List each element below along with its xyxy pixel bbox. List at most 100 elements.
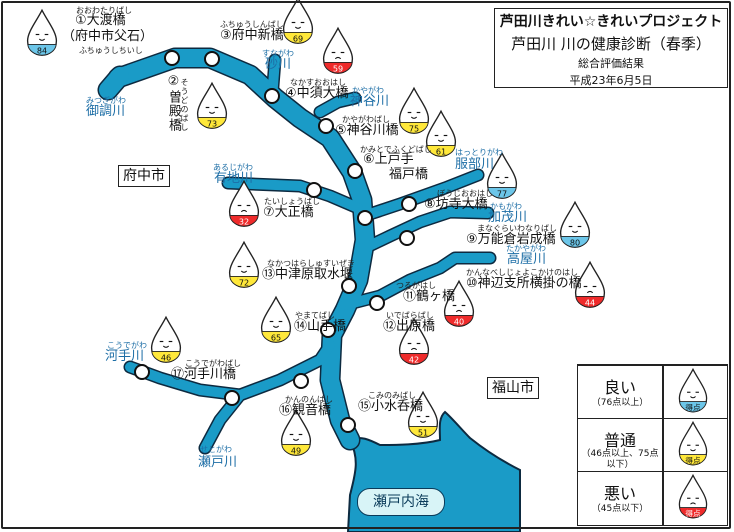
- score-text: 44: [585, 297, 595, 307]
- site-6-label-2: 福戸橋: [389, 167, 429, 182]
- site-11-reading: つるがはし: [396, 281, 436, 290]
- site-6-label: ⑥上戸手: [363, 152, 414, 167]
- hattori-river: [365, 170, 483, 219]
- score-text: 42: [409, 354, 419, 364]
- site-12-reading: いでばらばし: [386, 311, 434, 320]
- score-drop-site-8: 77: [486, 151, 518, 199]
- kamo-river: [360, 207, 493, 253]
- site-17-reading: こうでがわばし: [185, 359, 241, 368]
- score-drop-site-2: 73: [196, 81, 228, 129]
- site-1-reading: おおわたりばし: [76, 6, 132, 15]
- bridge-marker: [357, 210, 373, 226]
- bridge-marker: [320, 322, 336, 338]
- site-13-label: ⑬中津原取水堰: [262, 267, 354, 282]
- site-5-label: ⑤神谷川橋: [335, 123, 399, 138]
- score-text: 77: [497, 188, 507, 198]
- site-17-label: ⑰河手川橋: [171, 367, 237, 382]
- legend-label-normal: 普通: [603, 431, 636, 450]
- site-7-label: ⑦大正橋: [263, 205, 314, 220]
- legend-row-good: 良い （76点以上）: [578, 365, 727, 419]
- upper-river-head: [99, 67, 129, 99]
- score-drop-site-13: 72: [228, 240, 260, 288]
- score-drop-site-6: 61: [425, 109, 457, 157]
- score-text: 73: [207, 118, 217, 128]
- score-text: 32: [239, 216, 249, 226]
- bridge-marker: [306, 182, 322, 198]
- legend-row-bad: 悪い （45点以下）: [578, 471, 727, 525]
- bridge-marker: [401, 196, 417, 212]
- bridge-marker: [340, 417, 356, 433]
- river-label-mitsugi: 御調川: [86, 104, 126, 119]
- river-reading-kamo: かもがわ: [490, 202, 522, 211]
- site-13-reading: なかつはらしゅすいぜき: [267, 259, 355, 268]
- score-text: 得点: [685, 455, 701, 465]
- site-4-reading: なかすおおはし: [290, 78, 346, 87]
- score-text: 84: [37, 45, 47, 55]
- site-9-reading: まなぐらいわなりばし: [477, 224, 557, 233]
- river-reading-takaya: たかやがわ: [506, 244, 546, 253]
- score-drop-site-11: 40: [443, 279, 475, 327]
- legend-drop-good: 得点: [678, 367, 708, 413]
- river-label-koude: 河手川: [105, 349, 145, 364]
- score-drop-site-3: 69: [282, 0, 314, 44]
- site-6-reading: かみとでふくどばし: [360, 145, 432, 154]
- site-15-reading: こみのみばし: [368, 391, 416, 400]
- score-drop-site-12: 42: [398, 317, 430, 365]
- score-drop-site-9: 80: [559, 200, 591, 248]
- river-label-suna: 砂川: [265, 57, 292, 72]
- sea-label: 瀬戸内海: [357, 488, 445, 516]
- legend-range-good: （76点以上）: [591, 398, 649, 408]
- bridge-marker: [264, 88, 280, 104]
- bridge-markers: [134, 50, 417, 433]
- score-text: 得点: [685, 508, 701, 518]
- score-drop-site-17: 46: [150, 315, 182, 363]
- river-label-takaya: 高屋川: [507, 252, 547, 267]
- score-text: 69: [293, 33, 303, 43]
- project-title: 芦田川きれい☆きれいプロジェクト: [499, 14, 723, 30]
- legend-drop-bad: 得点: [678, 473, 708, 519]
- page-title: 芦田川 川の健康診断（春季）: [511, 35, 711, 53]
- score-drop-site-15: 51: [407, 390, 439, 438]
- score-drop-site-7: 32: [228, 179, 260, 227]
- river-reading-seto: せとがわ: [200, 445, 232, 454]
- site-8-label: ⑧坊寺大橋: [424, 197, 488, 212]
- score-text: 61: [436, 146, 446, 156]
- site-8-reading: ぼうじおおはし: [437, 189, 493, 198]
- score-text: 75: [409, 123, 419, 133]
- legend-label-bad: 悪い: [603, 484, 636, 503]
- bridge-marker: [347, 163, 363, 179]
- river-reading-mitsugi: みつぎがわ: [86, 96, 126, 105]
- score-drop-site-5: 75: [398, 86, 430, 134]
- bridge-marker: [204, 51, 220, 67]
- site-1-note: （府中市父石）: [62, 29, 154, 44]
- site-1-label: ①大渡橋: [75, 13, 126, 28]
- site-16-label: ⑯観音橋: [279, 403, 332, 418]
- score-drop-site-14: 65: [260, 295, 292, 343]
- river-reading-kaya: かやがわ: [352, 86, 384, 95]
- score-text: 得点: [685, 402, 701, 412]
- site-3-reading: ふちゅうしんばし: [220, 20, 284, 29]
- bridge-marker: [369, 295, 385, 311]
- score-drop-site-4: 59: [322, 26, 354, 74]
- river-reading-aruji: あるじがわ: [213, 163, 253, 172]
- kaya-river: [315, 93, 360, 117]
- site-2-reading: そうどのばし: [180, 78, 189, 132]
- legend-drop-normal: 得点: [678, 420, 708, 466]
- site-14-reading: やまてばし: [295, 311, 335, 320]
- river-label-kaya: 神谷川: [350, 94, 390, 109]
- bridge-marker: [318, 118, 334, 134]
- score-text: 65: [271, 332, 281, 342]
- score-text: 40: [454, 316, 464, 326]
- river-reading-hattori: はっとりがわ: [455, 148, 503, 157]
- legend-row-normal: 普通 （46点以上、75点以下）: [578, 418, 727, 472]
- city-label-fuchu: 府中市: [118, 165, 170, 187]
- site-11-label: ⑪鶴ヶ橋: [403, 289, 456, 304]
- legend-range-bad: （45点以下）: [591, 504, 649, 514]
- subtitle: 総合評価結果: [578, 57, 644, 70]
- river-reading-suna: すながわ: [262, 49, 294, 58]
- survey-date: 平成23年6月5日: [569, 74, 653, 87]
- site-7-reading: たいしょうばし: [264, 197, 320, 206]
- score-text: 80: [570, 237, 580, 247]
